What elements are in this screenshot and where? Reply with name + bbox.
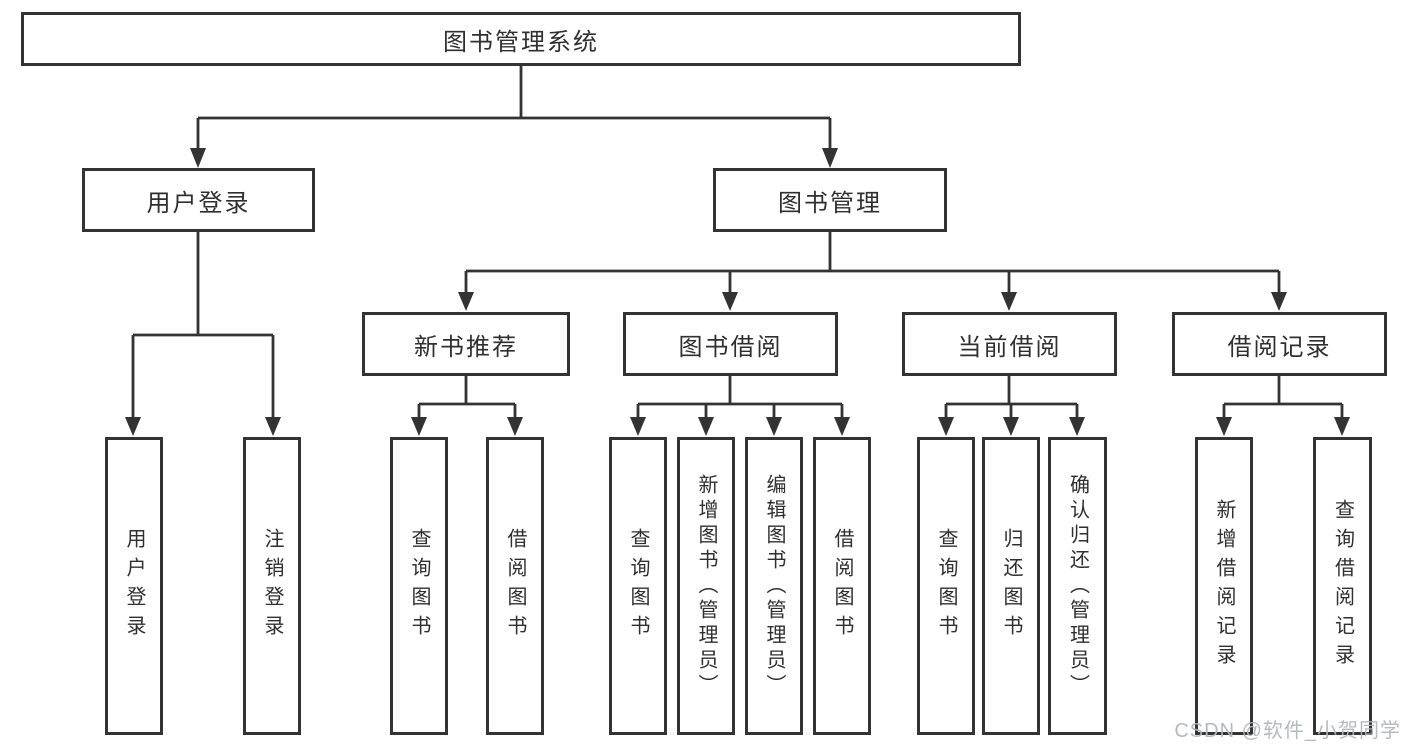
leaf-label: 确认归还（管理员） <box>1066 473 1089 699</box>
leaf-label: 查询图书 <box>408 528 430 644</box>
arrowhead-icon <box>722 292 738 311</box>
arrowhead-icon <box>822 148 838 168</box>
leaf-label: 借阅图书 <box>504 528 526 644</box>
arrowhead-icon <box>938 417 954 436</box>
leaf-user-login: 用户登录 <box>105 437 163 735</box>
leaf-confirm-return-admin: 确认归还（管理员） <box>1048 437 1107 735</box>
node-book-management: 图书管理 <box>713 168 947 232</box>
connector-userlogin-to-leaves <box>131 232 275 418</box>
arrowhead-icon <box>458 292 474 311</box>
leaf-add-book-admin: 新增图书（管理员） <box>677 437 735 735</box>
node-label: 图书管理系统 <box>443 28 599 56</box>
connector-borrowing-to-leaves <box>636 376 844 418</box>
arrowhead-icon <box>766 417 782 436</box>
leaf-label: 新增图书（管理员） <box>695 473 717 699</box>
connector-newbooks-to-leaves <box>417 376 517 418</box>
leaf-label: 查询图书 <box>935 528 957 644</box>
leaf-label: 归还图书 <box>1000 528 1022 644</box>
arrowhead-icon <box>1003 417 1019 436</box>
node-current-borrowing: 当前借阅 <box>902 312 1117 376</box>
leaf-add-borrow-record: 新增借阅记录 <box>1195 437 1253 735</box>
node-book-borrowing: 图书借阅 <box>623 312 838 376</box>
node-label: 新书推荐 <box>414 333 518 361</box>
node-new-book-recommend: 新书推荐 <box>362 312 570 376</box>
node-label: 图书管理 <box>778 189 882 217</box>
connector-current-to-leaves <box>944 376 1079 418</box>
arrowhead-icon <box>698 417 714 436</box>
arrowhead-icon <box>125 417 141 436</box>
connector-bookmgmt-to-level3 <box>464 232 1281 293</box>
leaf-query-books-borrowing: 查询图书 <box>609 437 667 735</box>
arrowhead-icon <box>834 417 850 436</box>
arrowhead-icon <box>1001 292 1017 311</box>
leaf-label: 注销登录 <box>261 528 283 644</box>
arrowhead-icon <box>1069 417 1085 436</box>
arrowhead-icon <box>411 417 427 436</box>
leaf-borrow-book-borrowing: 借阅图书 <box>813 437 871 735</box>
node-user-login: 用户登录 <box>82 168 315 232</box>
arrowhead-icon <box>1216 417 1232 436</box>
node-root-system: 图书管理系统 <box>21 12 1021 66</box>
leaf-borrow-book-recommend: 借阅图书 <box>486 437 544 735</box>
node-label: 用户登录 <box>146 189 251 217</box>
leaf-logout: 注销登录 <box>243 437 301 735</box>
connector-records-to-leaves <box>1222 376 1344 418</box>
arrowhead-icon <box>630 417 646 436</box>
leaf-label: 用户登录 <box>123 528 145 644</box>
arrowhead-icons <box>125 148 1350 436</box>
leaf-label: 编辑图书（管理员） <box>763 473 785 699</box>
leaf-edit-book-admin: 编辑图书（管理员） <box>745 437 803 735</box>
arrowhead-icon <box>190 148 206 168</box>
arrowhead-icon <box>1334 417 1350 436</box>
leaf-label: 查询图书 <box>627 528 649 644</box>
node-label: 借阅记录 <box>1227 333 1332 361</box>
arrowhead-icon <box>265 417 281 436</box>
arrowhead-icon <box>1271 292 1287 311</box>
leaf-label: 查询借阅记录 <box>1331 499 1354 673</box>
node-label: 图书借阅 <box>678 333 783 361</box>
leaf-label: 新增借阅记录 <box>1213 499 1235 673</box>
connector-root-to-level2 <box>196 66 832 150</box>
node-label: 当前借阅 <box>957 333 1062 361</box>
node-borrowing-records: 借阅记录 <box>1172 312 1387 376</box>
leaf-return-book: 归还图书 <box>982 437 1040 735</box>
arrowhead-icon <box>507 417 523 436</box>
leaf-query-borrow-record: 查询借阅记录 <box>1313 437 1372 735</box>
leaf-query-books-current: 查询图书 <box>917 437 975 735</box>
leaf-query-books-recommend: 查询图书 <box>390 437 448 735</box>
leaf-label: 借阅图书 <box>831 528 853 644</box>
